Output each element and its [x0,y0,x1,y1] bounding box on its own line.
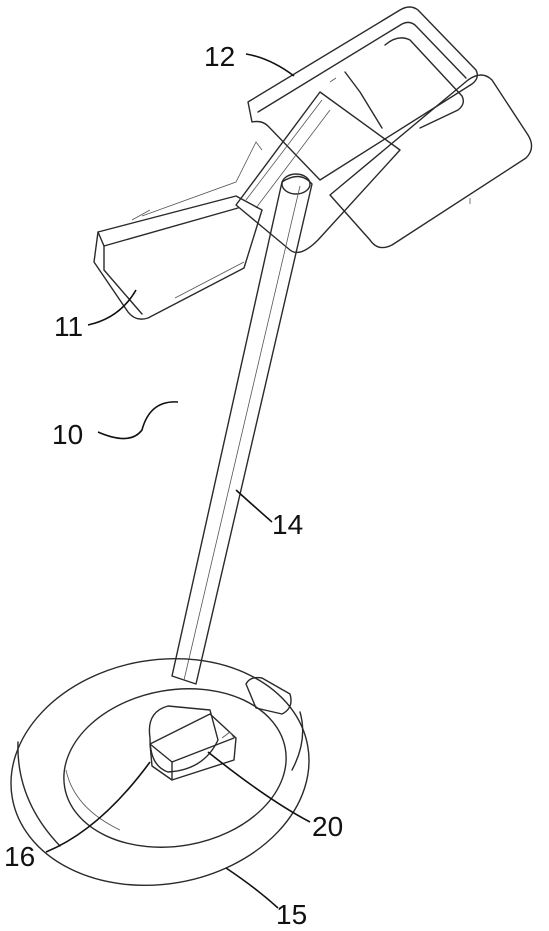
leader-15 [225,867,279,909]
label-16: 16 [4,841,35,872]
label-15: 15 [276,899,307,930]
leader-20 [207,751,311,823]
label-14: 14 [272,509,303,540]
bracket-web [235,91,401,254]
label-20: 20 [312,811,343,842]
rod [171,173,313,685]
leader-14 [235,489,273,523]
leader-12 [245,53,295,77]
leader-11 [87,289,137,326]
leader-lines [45,53,311,909]
bracket-assembly [93,6,533,320]
leader-10 [97,401,179,440]
ring [10,657,310,887]
right-plate [329,74,533,249]
label-10: 10 [52,419,83,450]
block [149,713,237,781]
base-plate [93,195,263,320]
top-plate [247,6,479,181]
hub [148,676,292,773]
leader-16 [45,761,151,853]
label-12: 12 [204,41,235,72]
label-11: 11 [54,311,83,342]
reference-numerals: 12 11 10 14 20 16 15 [4,41,343,930]
